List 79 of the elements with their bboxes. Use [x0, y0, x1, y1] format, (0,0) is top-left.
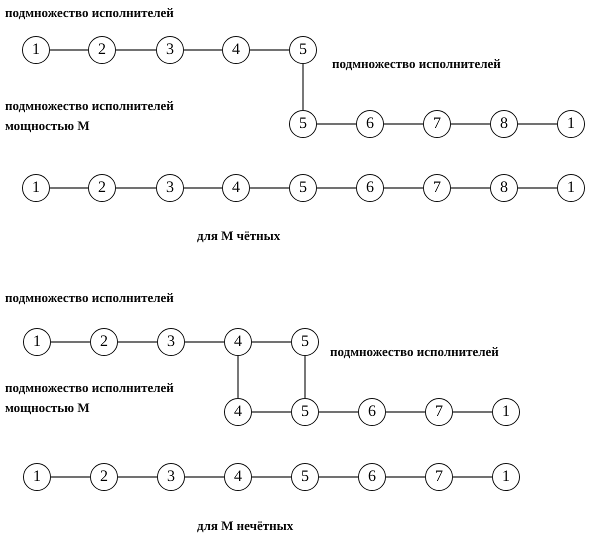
annotation-text: подмножество исполнителей мощностью М	[5, 379, 175, 417]
numbered-circle: 4	[224, 398, 252, 426]
annotation-text: подмножество исполнителей	[5, 289, 174, 307]
connector-line	[252, 341, 291, 343]
connector-line	[386, 411, 425, 413]
numbered-circle: 1	[492, 463, 520, 491]
connector-line	[302, 64, 304, 110]
connector-line	[304, 356, 306, 398]
numbered-circle: 5	[289, 174, 317, 202]
annotation-text: для М чётных	[197, 227, 280, 245]
connector-line	[118, 476, 157, 478]
connector-line	[250, 49, 289, 51]
connector-line	[386, 476, 425, 478]
numbered-circle: 3	[156, 174, 184, 202]
annotation-text: подмножество исполнителей	[332, 55, 501, 73]
numbered-circle: 6	[356, 110, 384, 138]
connector-line	[51, 341, 90, 343]
connector-line	[451, 123, 490, 125]
numbered-circle: 1	[557, 174, 585, 202]
numbered-circle: 5	[291, 398, 319, 426]
numbered-circle: 2	[88, 174, 116, 202]
connector-line	[252, 411, 291, 413]
numbered-circle: 1	[23, 463, 51, 491]
connector-line	[116, 187, 156, 189]
connector-line	[116, 49, 156, 51]
connector-line	[50, 49, 88, 51]
annotation-text: для М нечётных	[197, 517, 294, 535]
numbered-circle: 7	[425, 463, 453, 491]
numbered-circle: 4	[222, 36, 250, 64]
numbered-circle: 8	[490, 174, 518, 202]
numbered-circle: 3	[157, 463, 185, 491]
connector-line	[184, 49, 222, 51]
connector-line	[118, 341, 157, 343]
numbered-circle: 6	[358, 463, 386, 491]
connector-line	[384, 123, 423, 125]
numbered-circle: 5	[291, 328, 319, 356]
numbered-circle: 1	[22, 174, 50, 202]
numbered-circle: 3	[156, 36, 184, 64]
numbered-circle: 3	[157, 328, 185, 356]
numbered-circle: 6	[356, 174, 384, 202]
connector-line	[51, 476, 90, 478]
numbered-circle: 5	[289, 36, 317, 64]
connector-line	[451, 187, 490, 189]
numbered-circle: 1	[557, 110, 585, 138]
connector-line	[317, 123, 356, 125]
annotation-text: подмножество исполнителей	[5, 4, 174, 22]
annotation-text: подмножество исполнителей	[330, 343, 499, 361]
numbered-circle: 5	[289, 110, 317, 138]
connector-line	[384, 187, 423, 189]
numbered-circle: 2	[90, 463, 118, 491]
connector-line	[237, 356, 239, 398]
connector-line	[250, 187, 289, 189]
connector-line	[317, 187, 356, 189]
connector-line	[252, 476, 291, 478]
connector-line	[453, 411, 492, 413]
connector-line	[453, 476, 492, 478]
numbered-circle: 4	[224, 463, 252, 491]
numbered-circle: 4	[224, 328, 252, 356]
connector-line	[319, 476, 358, 478]
numbered-circle: 6	[358, 398, 386, 426]
numbered-circle: 1	[23, 328, 51, 356]
numbered-circle: 5	[291, 463, 319, 491]
connector-line	[185, 476, 224, 478]
numbered-circle: 1	[22, 36, 50, 64]
numbered-circle: 2	[88, 36, 116, 64]
connector-line	[319, 411, 358, 413]
numbered-circle: 7	[423, 110, 451, 138]
connector-line	[518, 123, 557, 125]
annotation-text: подмножество исполнителей мощностью М	[5, 97, 175, 135]
numbered-circle: 1	[492, 398, 520, 426]
connector-line	[518, 187, 557, 189]
numbered-circle: 7	[425, 398, 453, 426]
numbered-circle: 4	[222, 174, 250, 202]
connector-line	[184, 187, 222, 189]
connector-line	[185, 341, 224, 343]
numbered-circle: 2	[90, 328, 118, 356]
numbered-circle: 8	[490, 110, 518, 138]
connector-line	[50, 187, 88, 189]
numbered-circle: 7	[423, 174, 451, 202]
